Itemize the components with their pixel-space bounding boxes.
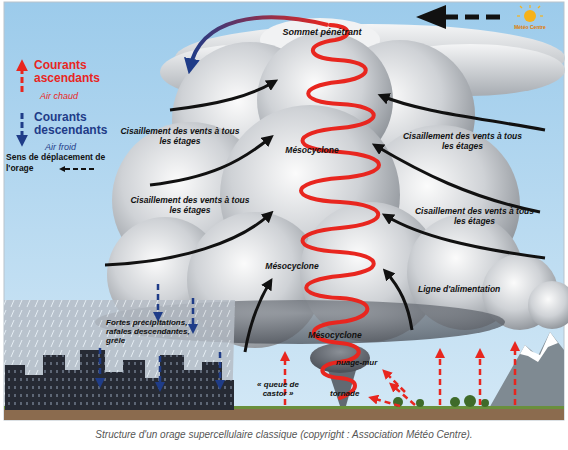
outflow-arrow <box>190 17 328 68</box>
cold-air-note: Air froid <box>45 142 105 152</box>
legend-text: Courants ascendants <box>34 59 114 85</box>
feeder-line-label: Ligne d'alimentation <box>418 285 533 295</box>
logo-text: Météo Centre <box>506 25 554 31</box>
legend-text: Courants descendants <box>34 111 124 137</box>
wind-shear-label: Cisaillement des vents à tous les étages <box>400 132 525 152</box>
shear-arrows <box>105 82 545 352</box>
legend-updraft-arrow <box>21 64 24 92</box>
city-skyline <box>5 350 234 410</box>
precipitation-label: Fortes précipitations, rafales descendan… <box>106 318 208 346</box>
legend-motion-arrow <box>62 168 94 170</box>
overshooting-top-label: Sommet pénétrant <box>262 27 382 37</box>
legend-text: Sens de déplacement de l'orage <box>6 152 106 174</box>
mesocyclone-label: Mésocyclone <box>260 262 324 272</box>
rain-shaft <box>4 300 235 410</box>
inflow-arrows <box>285 345 515 406</box>
legend-downdraft-arrow <box>21 113 24 142</box>
wind-shear-label: Cisaillement des vents à tous les étages <box>130 196 250 216</box>
updraft-spiral <box>301 25 379 398</box>
mesocyclone-label: Mésocyclone <box>303 331 367 341</box>
wind-shear-label: Cisaillement des vents à tous les étages <box>120 127 240 147</box>
warm-air-note: Air chaud <box>40 91 100 101</box>
mesocyclone-label: Mésocyclone <box>280 146 344 156</box>
figure-caption: Structure d'un orage supercellulaire cla… <box>0 429 568 441</box>
mountain <box>488 332 564 410</box>
logo-sun <box>517 5 543 22</box>
beaver-tail-label: « queue de castor » <box>248 380 308 398</box>
sky <box>4 2 564 420</box>
storm-motion-arrow <box>416 5 500 29</box>
downdraft-arrows <box>100 284 220 388</box>
wall-cloud-label: nuage-mur <box>336 358 396 367</box>
tornado-label: tornade <box>330 389 380 398</box>
wind-shear-label: Cisaillement des vents à tous les étages <box>412 207 537 227</box>
